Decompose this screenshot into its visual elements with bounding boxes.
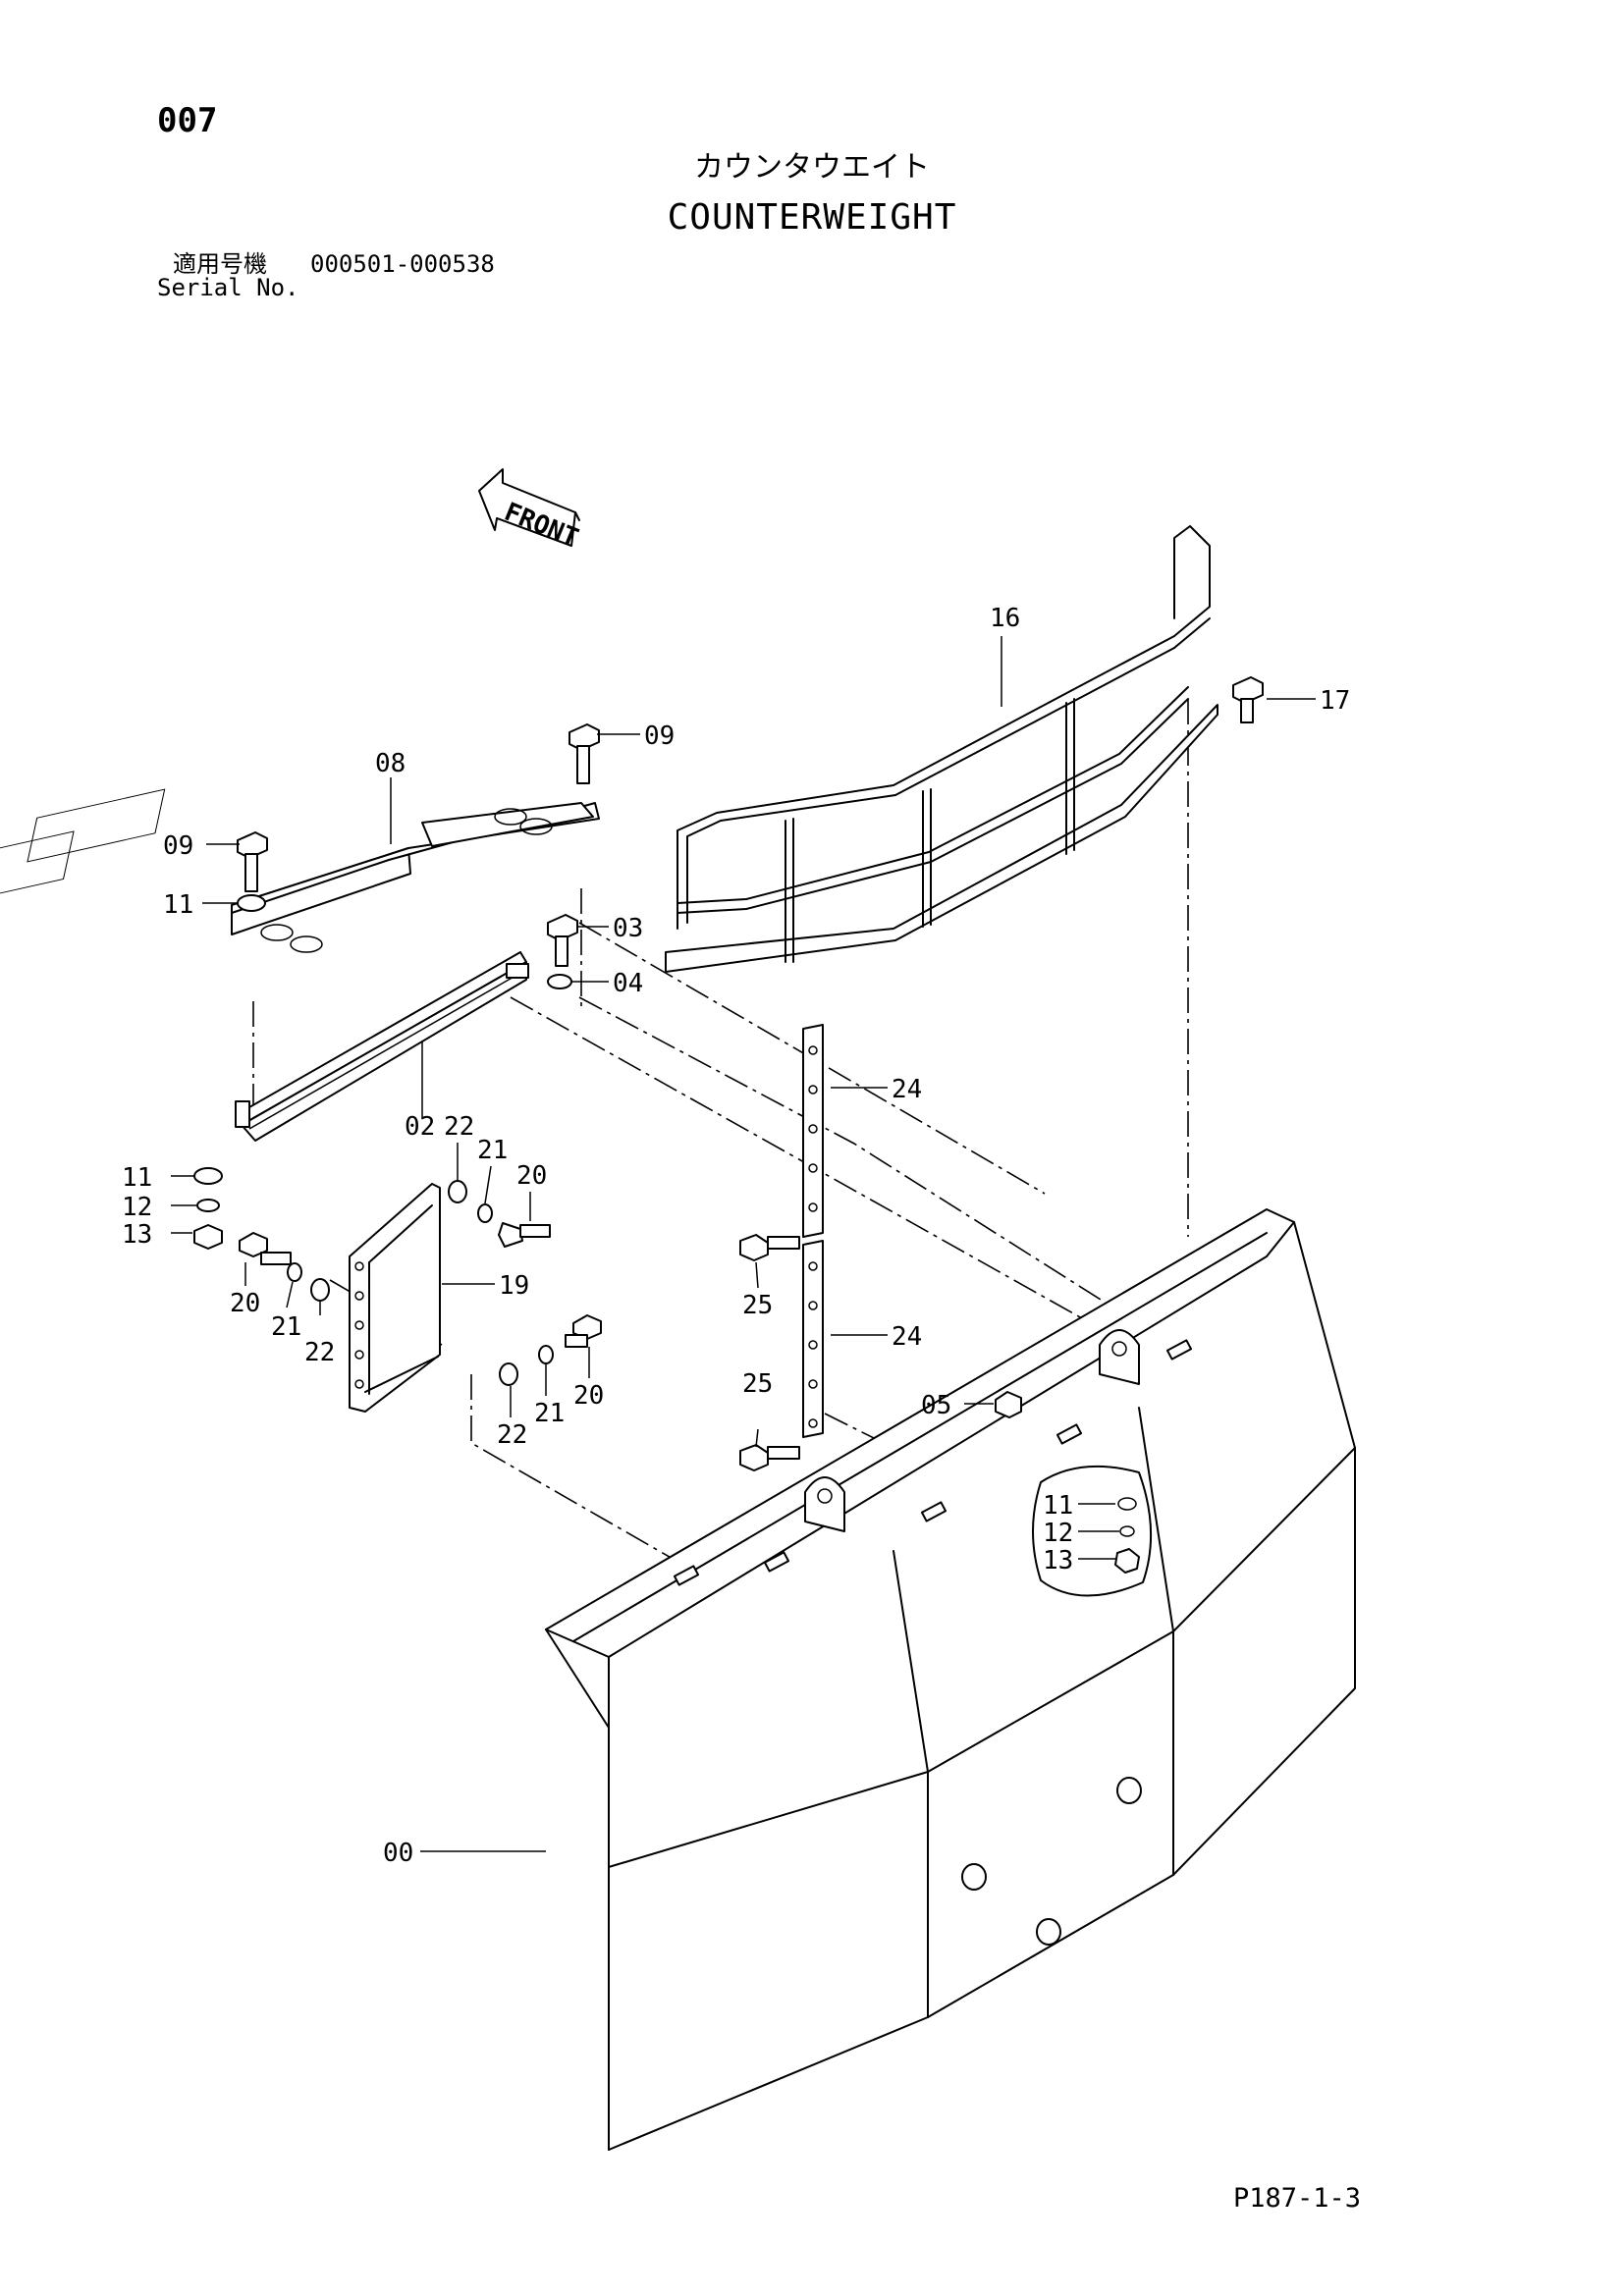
- bolt-25-b: [739, 1444, 800, 1471]
- nut-13-left: [193, 1224, 223, 1250]
- callout-11: 11: [122, 1163, 152, 1193]
- step-plates: [0, 788, 600, 953]
- washer-11-top: [237, 894, 266, 912]
- bolt-09-left: [237, 831, 268, 892]
- callout-labels: 16 17 09 08 09 11 03 04 24 02 22 21 20 1…: [122, 604, 1350, 1868]
- callout-24: 24: [892, 1075, 922, 1104]
- callout-04: 04: [613, 969, 643, 998]
- bolt-03: [547, 914, 578, 967]
- callout-12: 12: [1043, 1519, 1073, 1548]
- callout-08: 08: [375, 749, 406, 778]
- vertical-plates: [802, 1024, 824, 1438]
- callout-11: 11: [1043, 1491, 1073, 1521]
- serial-range: 000501-000538: [310, 250, 495, 278]
- callout-22: 22: [444, 1112, 474, 1142]
- washer-11-left: [193, 1167, 223, 1185]
- bolt-20-a: [498, 1222, 551, 1248]
- lockwasher-21-b: [287, 1262, 302, 1282]
- callout-00: 00: [383, 1839, 413, 1868]
- page-number: 007: [157, 101, 218, 140]
- nut-05: [995, 1391, 1022, 1418]
- callout-21: 21: [271, 1312, 301, 1342]
- bolt-09-top: [568, 723, 600, 784]
- bolt-20-c: [565, 1314, 602, 1348]
- callout-24: 24: [892, 1322, 922, 1352]
- bolt-20-b: [239, 1232, 292, 1265]
- callout-19: 19: [499, 1271, 529, 1301]
- callout-13: 13: [122, 1220, 152, 1250]
- callout-22: 22: [497, 1420, 527, 1450]
- callout-09: 09: [163, 831, 193, 861]
- callout-11: 11: [163, 890, 193, 920]
- bolt-17: [1232, 676, 1264, 723]
- callout-03: 03: [613, 914, 643, 943]
- page-title-japanese: カウンタウエイト: [694, 150, 930, 185]
- callout-20: 20: [230, 1289, 260, 1318]
- front-arrow: FRONT: [478, 468, 582, 554]
- callout-17: 17: [1320, 686, 1350, 716]
- page-title: COUNTERWEIGHT: [667, 197, 957, 238]
- callout-25: 25: [742, 1291, 773, 1320]
- washer-04: [547, 974, 572, 989]
- washer-22-b: [310, 1278, 330, 1302]
- callout-09: 09: [644, 721, 675, 751]
- serial-label-japanese: 適用号機: [173, 250, 267, 278]
- callout-16: 16: [990, 604, 1020, 633]
- callout-12: 12: [122, 1193, 152, 1222]
- handrail: [665, 525, 1218, 973]
- bolt-25-a: [739, 1234, 800, 1261]
- callout-21: 21: [477, 1136, 508, 1165]
- callout-02: 02: [405, 1112, 435, 1142]
- callout-05: 05: [921, 1391, 951, 1420]
- callout-22: 22: [304, 1338, 335, 1367]
- leader-lines: [171, 636, 1316, 1852]
- footer-code: P187-1-3: [1233, 2183, 1362, 2214]
- fasteners: [193, 676, 1264, 1471]
- serial-label: Serial No.: [157, 274, 299, 301]
- washer-22-c: [499, 1362, 518, 1386]
- callout-13: 13: [1043, 1546, 1073, 1575]
- callout-25: 25: [742, 1369, 773, 1399]
- lockwasher-12-left: [196, 1199, 220, 1212]
- side-plate: [349, 1183, 441, 1413]
- callout-21: 21: [534, 1399, 565, 1428]
- counterweight-body: [545, 1208, 1356, 2151]
- callout-20: 20: [573, 1381, 604, 1411]
- washer-22-a: [448, 1180, 467, 1203]
- lockwasher-21-c: [538, 1345, 554, 1364]
- callout-20: 20: [516, 1161, 547, 1191]
- bracket-rail: [235, 951, 529, 1142]
- lockwasher-21-a: [477, 1203, 493, 1223]
